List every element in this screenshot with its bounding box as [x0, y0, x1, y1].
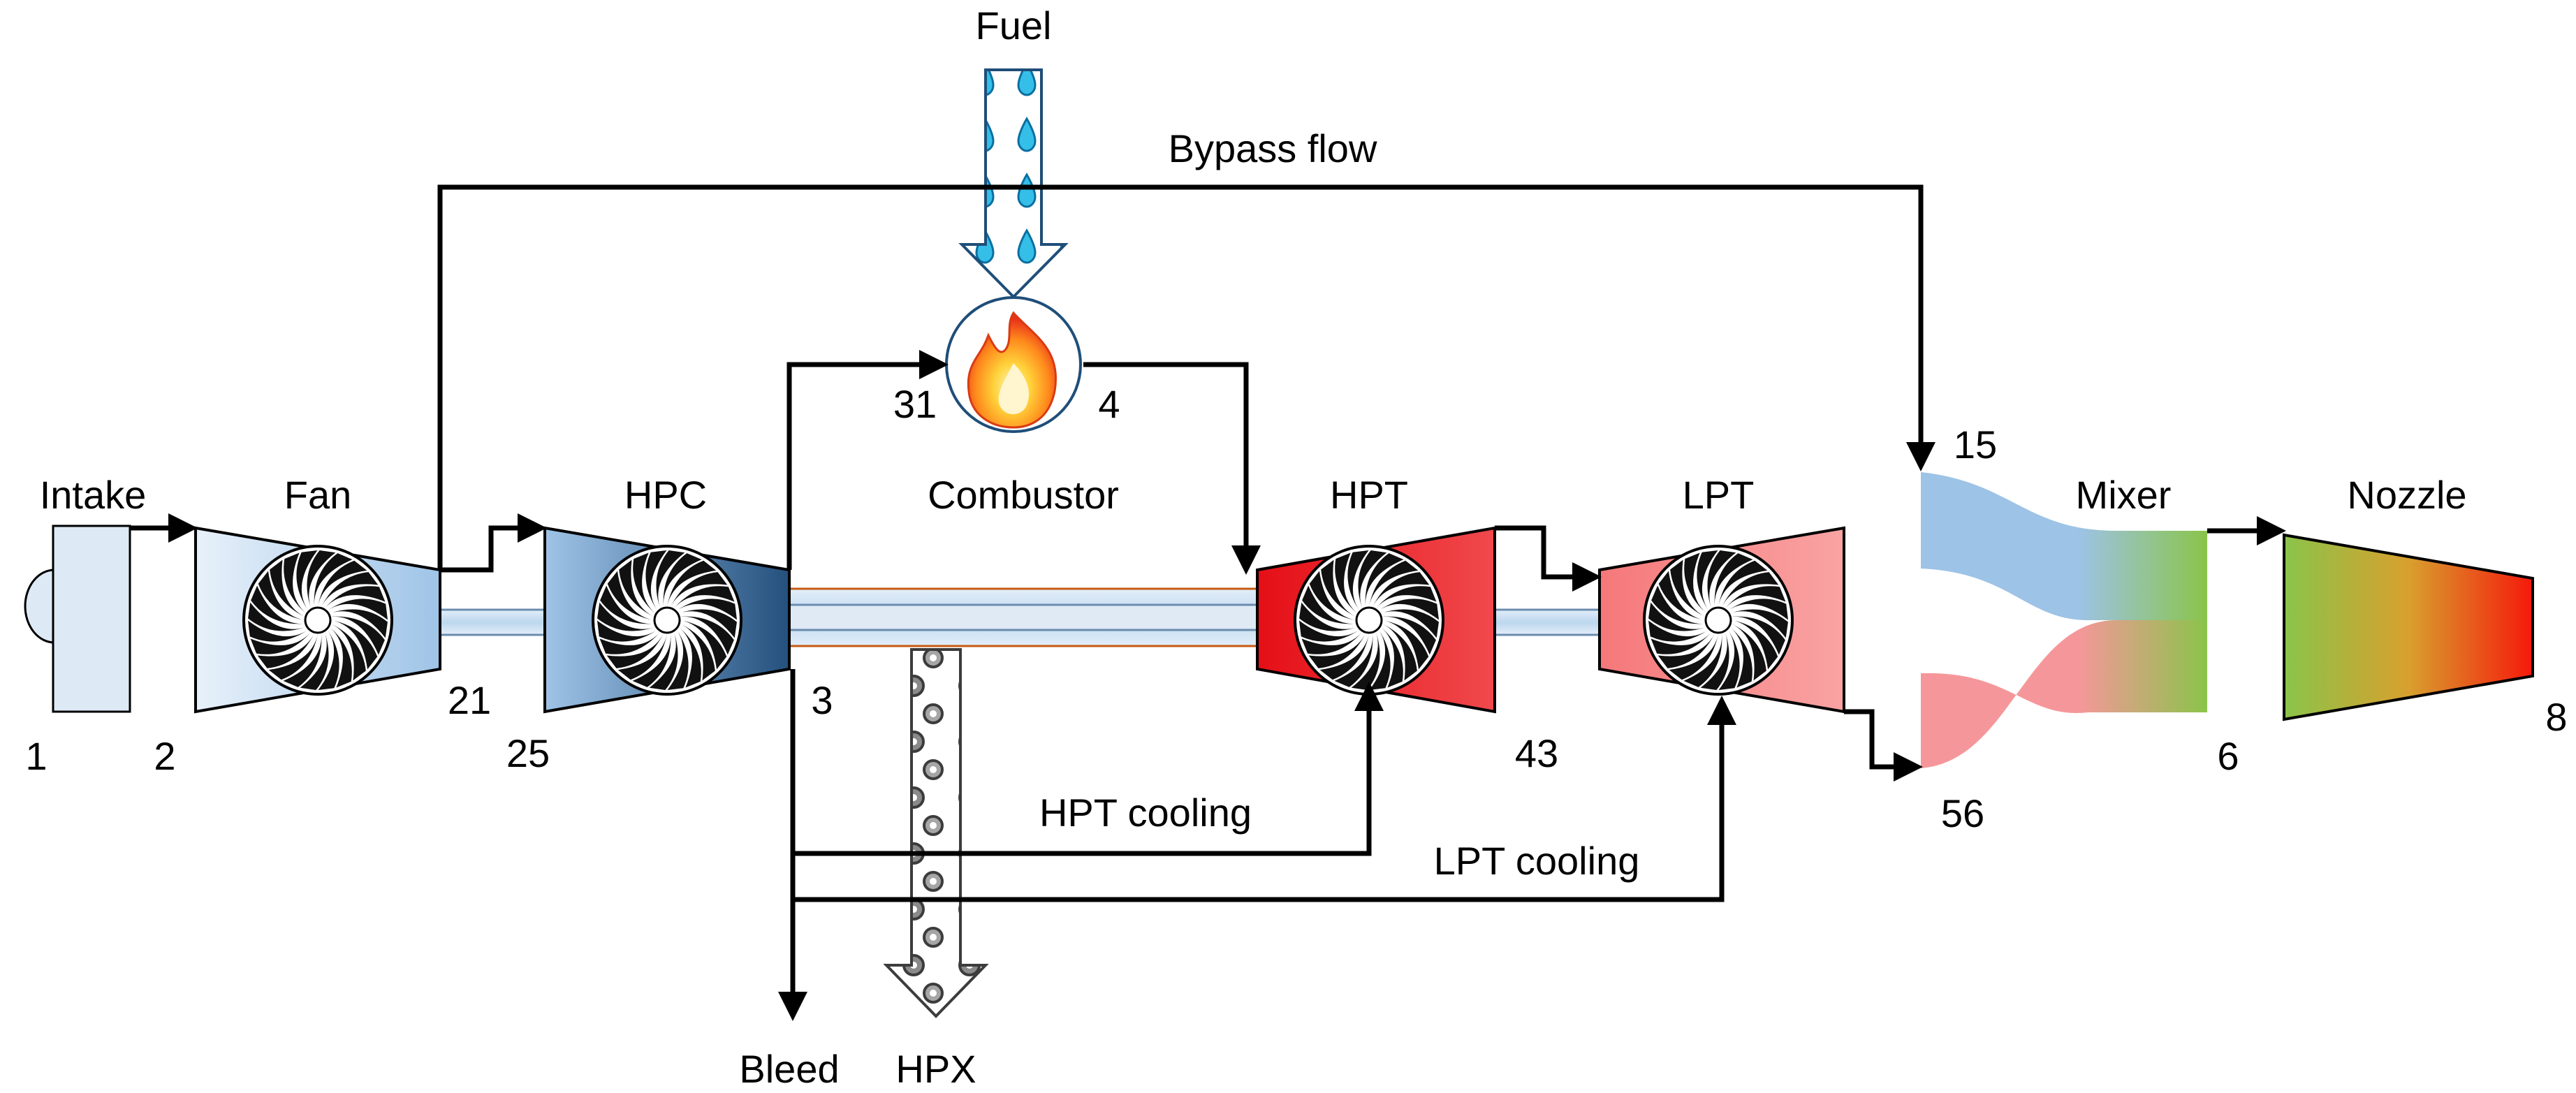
fan-rotor-icon [242, 545, 393, 696]
low-pressure-shaft-front [439, 608, 546, 636]
fan [194, 526, 441, 714]
lpt-rotor-icon [1643, 545, 1794, 696]
mixer-label: Mixer [2076, 473, 2172, 517]
station-3: 3 [811, 678, 833, 722]
mixer [1921, 472, 2207, 768]
nozzle [2283, 533, 2534, 721]
fuel-inlet-arrow [958, 68, 1069, 299]
station-8: 8 [2545, 695, 2567, 739]
hpc-rotor-icon [592, 545, 742, 696]
lpt-cooling-line [793, 696, 1736, 902]
station-2: 2 [154, 734, 175, 778]
low-pressure-turbine [1598, 526, 1845, 714]
low-pressure-shaft-rear [1486, 608, 1601, 636]
hpx-label: HPX [895, 1047, 976, 1091]
station-25: 25 [506, 731, 550, 775]
station-1: 1 [25, 734, 47, 778]
station-56: 56 [1941, 791, 1984, 835]
hpt-label: HPT [1330, 473, 1408, 517]
fan-to-hpc-flow [440, 513, 547, 573]
hpt-to-lpt-flow [1495, 525, 1602, 592]
station-4: 4 [1098, 382, 1120, 426]
station-6: 6 [2217, 734, 2239, 778]
lpt-label: LPT [1683, 473, 1755, 517]
fan-label: Fan [284, 473, 352, 517]
intake-label: Intake [40, 473, 147, 517]
hpx-arrow [883, 648, 989, 1018]
station-31: 31 [893, 382, 937, 426]
hpc-to-combustor-flow [786, 350, 949, 570]
station-21: 21 [448, 678, 491, 722]
station-15: 15 [1954, 423, 1997, 467]
hpc-label: HPC [624, 473, 707, 517]
high-pressure-shaft-core [788, 603, 1259, 631]
fuel-label: Fuel [976, 3, 1052, 47]
lpt-cooling-label: LPT cooling [1434, 839, 1640, 883]
bleed-label: Bleed [739, 1047, 839, 1091]
high-pressure-turbine [1256, 526, 1496, 714]
intake [24, 525, 131, 713]
combustor-to-hpt-flow [1083, 362, 1261, 575]
high-pressure-compressor [543, 526, 791, 714]
combustor-label: Combustor [928, 473, 1119, 517]
combustor-flame-icon [945, 296, 1082, 433]
nozzle-label: Nozzle [2347, 473, 2466, 517]
station-43: 43 [1515, 731, 1558, 775]
hpt-rotor-icon [1294, 545, 1444, 696]
bypass-flow-line [437, 184, 1935, 570]
hpt-cooling-line [793, 682, 1384, 856]
hpt-cooling-label: HPT cooling [1039, 791, 1252, 835]
bypass-flow-label: Bypass flow [1169, 126, 1377, 170]
lpt-to-mixer-flow [1844, 709, 1923, 782]
